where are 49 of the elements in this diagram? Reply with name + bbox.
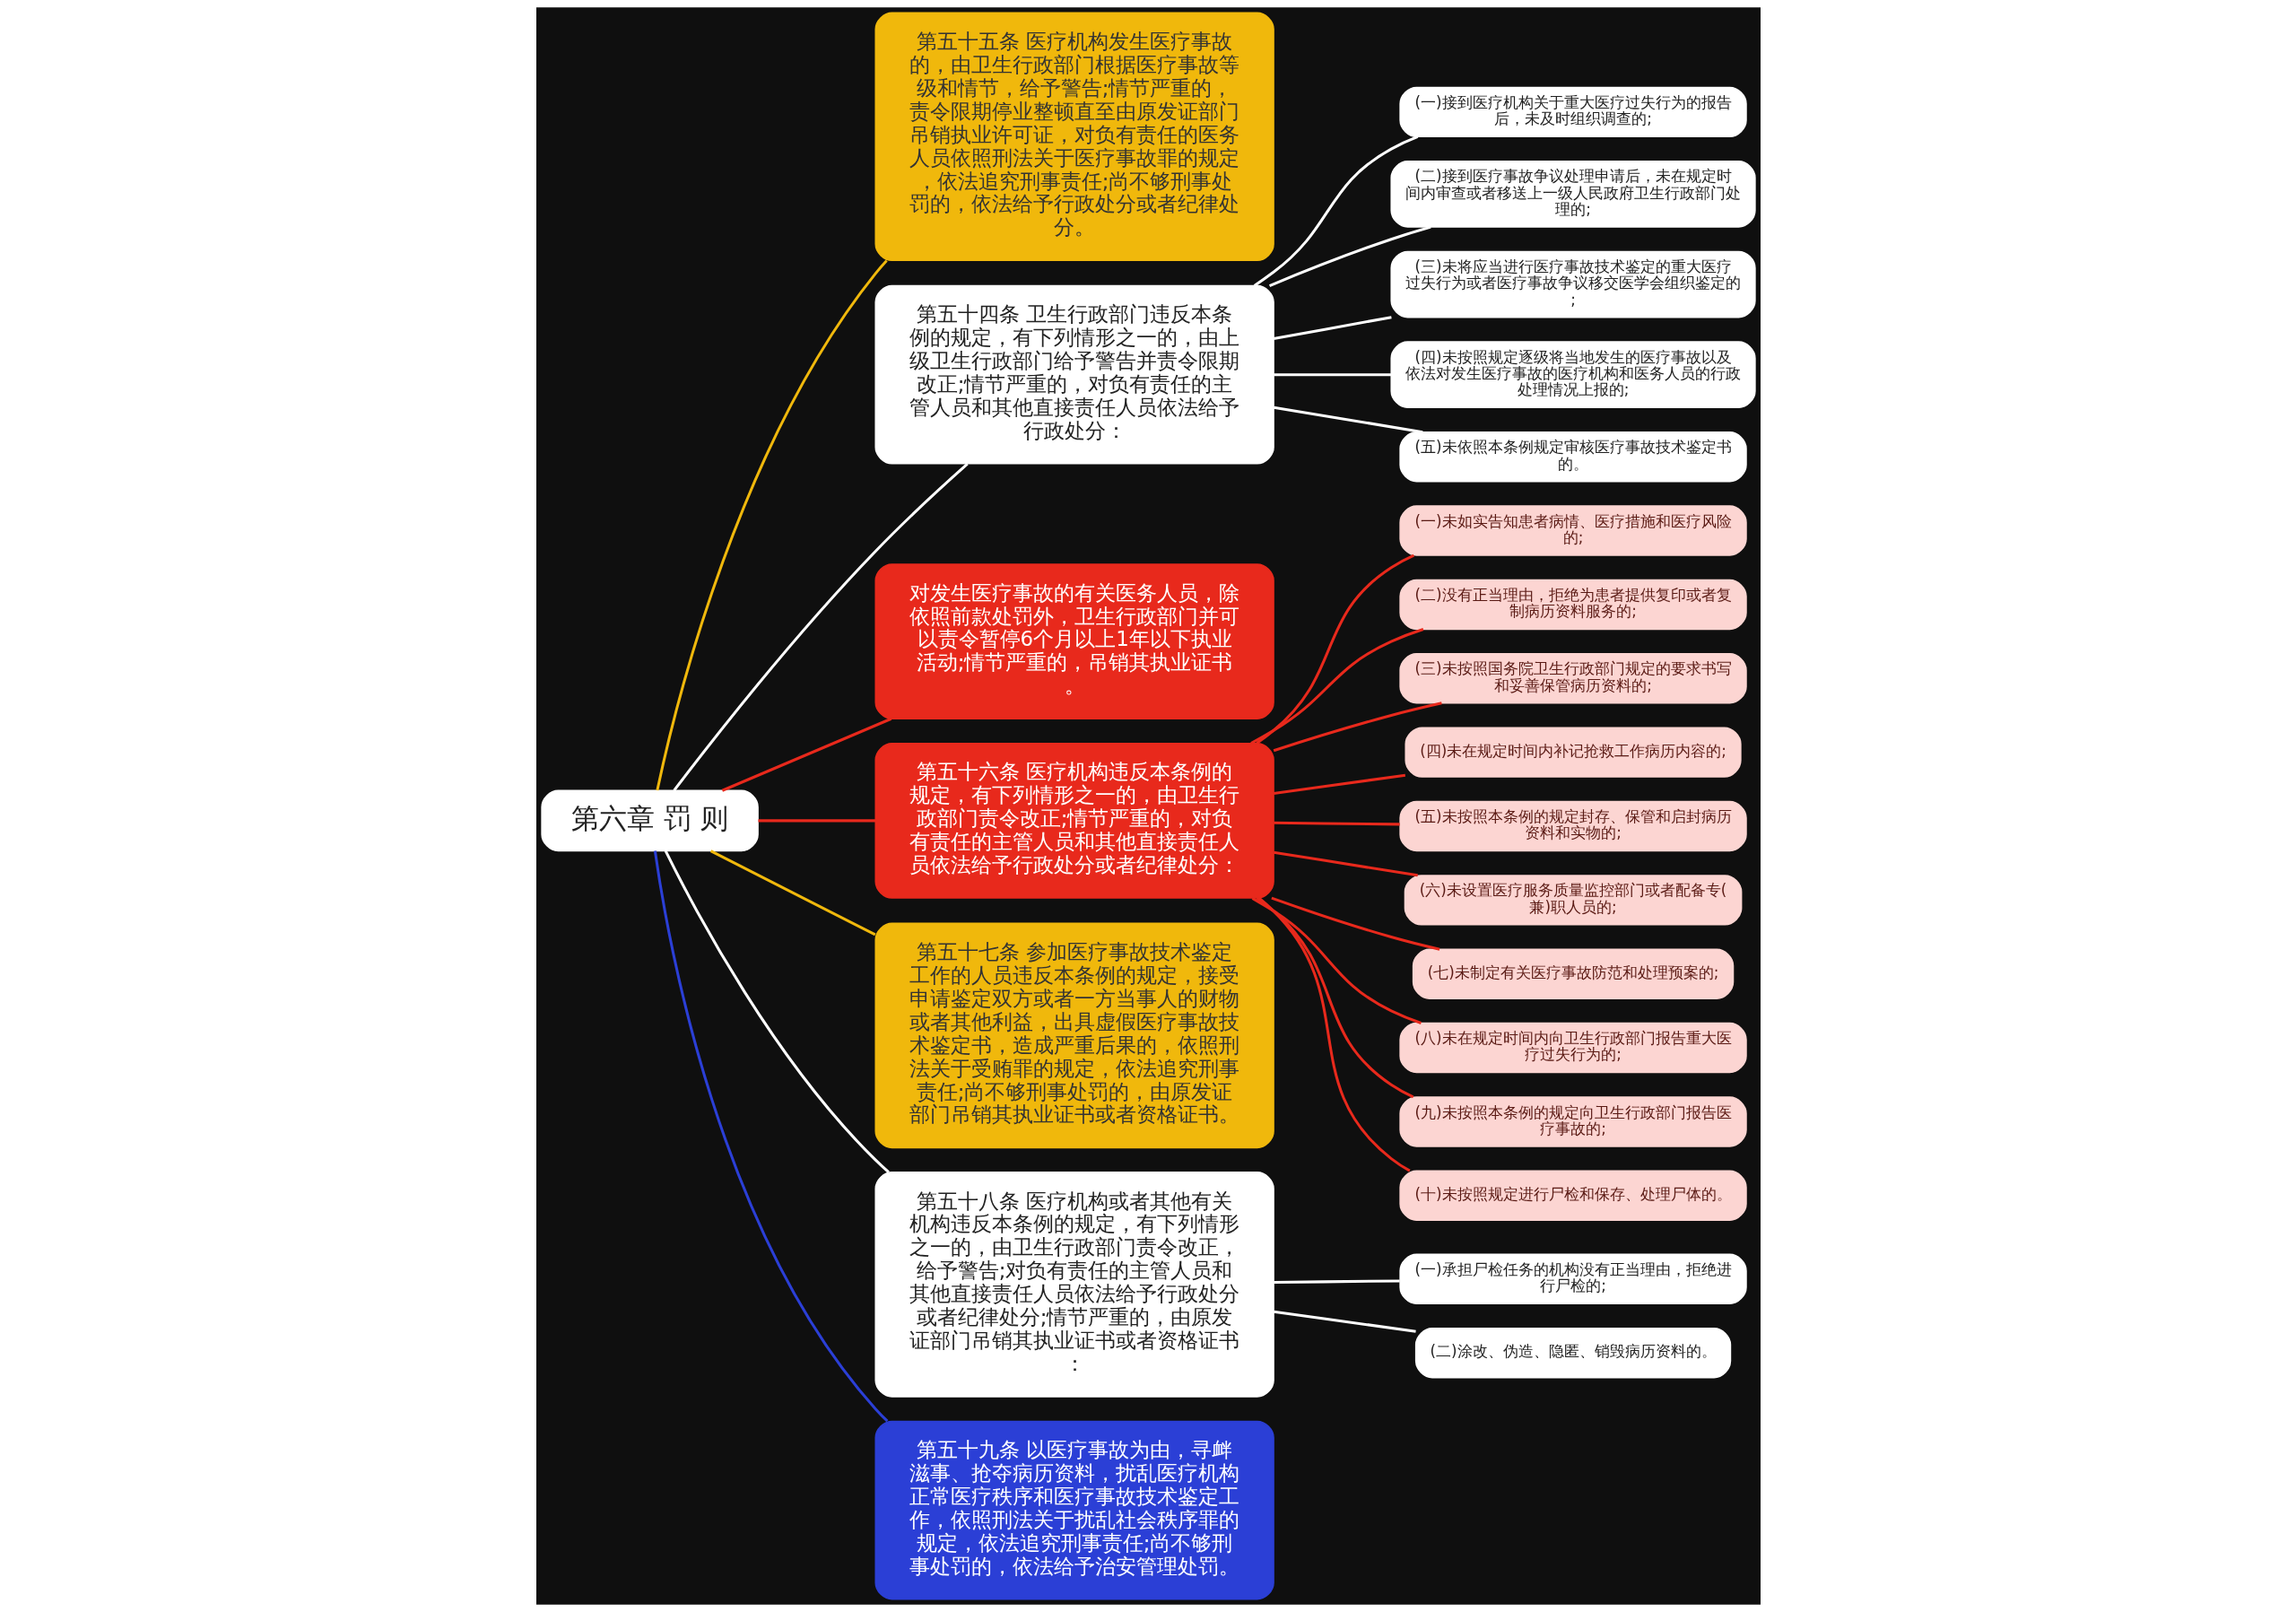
node-box: (一)未如实告知患者病情、医疗措施和医疗风险的; (1398, 505, 1747, 556)
connector (757, 819, 875, 823)
connector (1273, 316, 1392, 341)
connector (1273, 701, 1442, 753)
connector (1273, 773, 1405, 795)
node-box: 对发生医疗事故的有关医务人员，除依照前款处罚外，卫生行政部门并可以责令暂停6个月以上1年以下执业活动;情节严重的，吊销其执业证书。 (874, 563, 1274, 720)
connector (1273, 373, 1391, 377)
connector (653, 850, 888, 1423)
node-box: (九)未按照本条例的规定向卫生行政部门报告医疗事故的; (1398, 1096, 1747, 1147)
node-box: (五)未依照本条例规定审核医疗事故技术鉴定书的。 (1398, 431, 1747, 483)
node-box: (二)涂改、伪造、隐匿、销毁病历资料的。 (1414, 1327, 1731, 1379)
connector (1255, 553, 1414, 745)
node-box: 第五十七条 参加医疗事故技术鉴定工作的人员违反本条例的规定，接受申请鉴定双方或者一方当事人的财物或者其他利益，出具虚假医疗事故技术鉴定书，造成严重后果的，依照刑法关于受贿罪的规定，依法追究刑事责任;尚不够刑事处罚的，由原发证部门吊销其执业证书或者资格证书。 (874, 922, 1274, 1149)
connector (1273, 850, 1418, 877)
node-box: 第六章 罚 则 (540, 789, 759, 852)
node-box: 第五十九条 以医疗事故为由，寻衅滋事、抢夺病历资料，扰乱医疗机构正常医疗秩序和医疗事故技术鉴定工作，依照刑法关于扰乱社会秩序罪的规定，依法追究刑事责任;尚不够刑事处罚的，依法给予治安管理处罚。 (874, 1420, 1274, 1600)
connector (1273, 821, 1400, 826)
connector (672, 463, 969, 791)
connector (1253, 135, 1418, 287)
node-box: 第五十八条 医疗机构或者其他有关机构违反本条例的规定，有下列情形之一的，由卫生行政部门责令改正，给予警告;对负有责任的主管人员和其他直接责任人员依法给予行政处分或者纪律处分;情节严重的，由原发证部门吊销其执业证书或者资格证书： (874, 1172, 1274, 1398)
node-box: (一)承担尸检任务的机构没有正当理由，拒绝进行尸检的; (1398, 1253, 1747, 1305)
connector (1270, 896, 1439, 951)
node-box: 第五十四条 卫生行政部门违反本条例的规定，有下列情形之一的，由上级卫生行政部门给予警告并责令限期改正;情节严重的，对负有责任的主管人员和其他直接责任人员依法给予行政处分： (874, 284, 1274, 465)
connector (1273, 1279, 1400, 1284)
connector (664, 850, 890, 1173)
node-box: 第五十六条 医疗机构违反本条例的规定，有下列情形之一的，由卫生行政部门责令改正;情节严重的，对负有责任的主管人员和其他直接责任人员依法给予行政处分或者纪律处分： (874, 742, 1274, 899)
node-box: (八)未在规定时间内向卫生行政部门报告重大医疗过失行为的; (1398, 1022, 1747, 1074)
node-box: (四)未在规定时间内补记抢救工作病历内容的; (1404, 727, 1742, 778)
node-box: (四)未按照规定逐级将当地发生的医疗事故以及依法对发生医疗事故的医疗机构和医务人员的行政处理情况上报的; (1389, 341, 1756, 409)
node-box: (七)未制定有关医疗事故防范和处理预案的; (1412, 948, 1734, 999)
connector (1273, 405, 1422, 434)
connector (709, 850, 875, 937)
node-box: (一)接到医疗机构关于重大医疗过失行为的报告后，未及时组织调查的; (1398, 86, 1747, 138)
node-box: (十)未按照规定进行尸检和保存、处理尸体的。 (1398, 1170, 1747, 1221)
connector (1256, 896, 1413, 1099)
connector (1257, 897, 1411, 1172)
connector (1268, 225, 1431, 287)
node-box: 第五十五条 医疗机构发生医疗事故的，由卫生行政部门根据医疗事故等级和情节，给予警告;情节严重的，责令限期停业整顿直至由原发证部门吊销执业许可证，对负有责任的医务人员依照刑法关于医疗事故罪的规定，依法追究刑事责任;尚不够刑事处罚的，依法给予行政处分或者纪律处分。 (874, 12, 1274, 262)
connector (1273, 1310, 1416, 1333)
connector (1251, 897, 1422, 1024)
node-box: (六)未设置医疗服务质量监控部门或者配备专(兼)职人员的; (1404, 875, 1742, 926)
node-box: (三)未按照国务院卫生行政部门规定的要求书写和妥善保管病历资料的; (1398, 653, 1747, 704)
connector (655, 259, 888, 791)
connector (721, 717, 891, 792)
connector (1249, 628, 1423, 745)
node-box: (五)未按照本条例的规定封存、保管和启封病历资料和实物的; (1398, 800, 1747, 852)
node-box: (二)接到医疗事故争议处理申请后，未在规定时间内审查或者移送上一级人民政府卫生行政部门处理的; (1389, 161, 1756, 228)
node-box: (三)未将应当进行医疗事故技术鉴定的重大医疗过失行为或者医疗事故争议移交医学会组织鉴定的; (1389, 250, 1756, 318)
node-box: (二)没有正当理由，拒绝为患者提供复印或者复制病历资料服务的; (1398, 579, 1747, 631)
